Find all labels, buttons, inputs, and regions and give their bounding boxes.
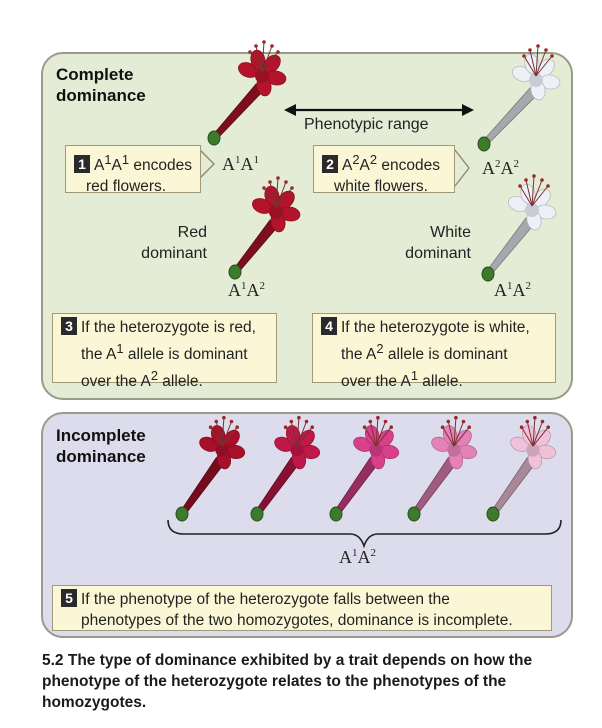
note-leader-lines [199, 149, 470, 187]
figure-number: 5.2 [42, 652, 64, 669]
flower-gradient-4 [407, 415, 478, 522]
flower-gradient-1 [175, 415, 246, 522]
complete-dominance-title: Complete dominance [56, 65, 146, 105]
flower-gradient-5 [486, 415, 557, 522]
flower-red-heterozygote [228, 176, 301, 280]
genotype-heterozygote-white: A1A2 [494, 280, 531, 300]
step-number-5: 5 [61, 589, 77, 607]
genotype-heterozygote-red: A1A2 [228, 280, 265, 300]
step-number-4: 4 [321, 317, 337, 335]
phenotypic-range-label: Phenotypic range [304, 116, 429, 133]
phenotypic-range-arrow [284, 104, 474, 116]
step-number-1: 1 [74, 155, 90, 174]
flower-white-heterozygote [481, 174, 557, 282]
flower-white-homozygote [477, 44, 561, 152]
flower-gradient-3 [329, 415, 400, 522]
flower-red-homozygote [207, 40, 287, 146]
incomplete-dominance-title: Incomplete dominance [56, 426, 146, 466]
genotype-red-homozygote: A1A1 [222, 154, 259, 174]
caption-text: The type of dominance exhibited by a tra… [42, 652, 533, 711]
brace [167, 519, 562, 549]
step-number-2: 2 [322, 155, 338, 174]
genotype-white-homozygote: A2A2 [482, 158, 519, 178]
genotype-heterozygote-incomplete: A1A2 [339, 547, 376, 567]
step-number-3: 3 [61, 317, 77, 335]
flower-gradient-2 [250, 415, 321, 522]
label-red-dominant: Red dominant [141, 224, 207, 262]
label-white-dominant: White dominant [405, 224, 471, 262]
figure-caption: 5.2 The type of dominance exhibited by a… [42, 650, 582, 713]
